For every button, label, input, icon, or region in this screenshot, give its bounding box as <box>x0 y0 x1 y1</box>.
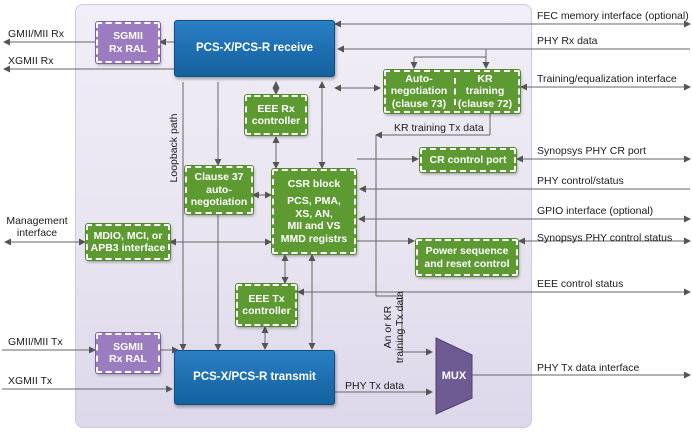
csr-block: CSR block PCS, PMA, XS, AN, MII and VS M… <box>271 168 357 255</box>
kr-line3: (clause 72) <box>457 97 513 110</box>
csr-line1: PCS, PMA, <box>287 195 341 208</box>
mux-label-box: MUX <box>436 367 472 385</box>
gmii-rx-label: GMII/MII Rx <box>8 28 64 40</box>
autoneg-cl73: Auto- negotiation (clause 73) <box>386 73 452 110</box>
phy-control-status-label: PHY control/status <box>537 175 624 187</box>
pcs-receive-label: PCS-X/PCS-R receive <box>196 41 313 54</box>
phy-rx-label: PHY Rx data <box>537 35 598 47</box>
eee-tx-controller: EEE Tx controller <box>235 283 298 327</box>
cr-control-port: CR control port <box>419 147 517 173</box>
cr-control-label: CR control port <box>429 153 507 166</box>
synopsys-ctrl-status-label: Synopsys PHY control status <box>537 232 673 244</box>
synopsys-cr-label: Synopsys PHY CR port <box>537 145 646 157</box>
eee-rx-line2: controller <box>251 115 301 127</box>
mdio-line1: MDIO, MCI, or <box>93 229 163 242</box>
management-label: Management interface <box>0 215 74 239</box>
sgmii-rx-ral-top: SGMII Rx RAL <box>95 21 161 64</box>
eee-rx-controller: EEE Rx controller <box>244 94 308 136</box>
management-line2: interface <box>16 227 58 240</box>
an-kr-line2: training Tx data <box>394 290 406 364</box>
power-line1: Power sequence <box>425 245 509 258</box>
eee-tx-line2: controller <box>242 305 291 317</box>
phy-tx-data-label: PHY Tx data <box>345 380 405 392</box>
xgmii-rx-label: XGMII Rx <box>8 55 54 67</box>
gpio-label: GPIO interface (optional) <box>537 205 654 217</box>
kr-line2: training <box>465 85 505 98</box>
fec-label: FEC memory interface (optional) <box>537 10 689 22</box>
clause37-line2: auto- <box>206 183 232 196</box>
loopback-label: Loopback path <box>167 113 180 183</box>
sgmii-bottom-line2: Rx RAL <box>109 353 147 365</box>
sgmii-rx-ral-bottom: SGMII Rx RAL <box>95 332 161 374</box>
an-kr-label: An or KR training Tx data <box>382 285 406 369</box>
autoneg-line1: Auto- <box>405 72 433 85</box>
sgmii-top-line2: Rx RAL <box>109 42 147 55</box>
mdio-line2: APB3 interface <box>90 242 166 254</box>
mux-label: MUX <box>441 369 467 382</box>
pcs-transmit-label: PCS-X/PCS-R transmit <box>193 370 316 383</box>
clause37-line1: Clause 37 <box>194 171 244 184</box>
sgmii-top-line1: SGMII <box>113 30 143 43</box>
gmii-tx-label: GMII/MII Tx <box>8 336 63 348</box>
eee-status-label: EEE control status <box>537 278 624 290</box>
eee-rx-line1: EEE Rx <box>257 102 295 115</box>
csr-line3: MII and VS <box>287 220 341 233</box>
kr-training: KR training (clause 72) <box>452 73 518 110</box>
management-line1: Management <box>6 215 68 227</box>
kr-training-tx-label: KR training Tx data <box>394 122 484 134</box>
clause37-line3: negotiation <box>190 196 248 209</box>
autoneg-kr-block: Auto- negotiation (clause 73) KR trainin… <box>383 69 521 114</box>
kr-divider <box>454 78 456 105</box>
mux-shape <box>435 337 473 415</box>
power-sequence-block: Power sequence and reset control <box>415 238 519 277</box>
eee-tx-line1: EEE Tx <box>248 292 285 305</box>
pcs-receive-block: PCS-X/PCS-R receive <box>174 20 335 77</box>
csr-line2: XS, AN, <box>295 207 333 220</box>
sgmii-bottom-line1: SGMII <box>113 340 143 353</box>
pcs-transmit-block: PCS-X/PCS-R transmit <box>174 350 335 405</box>
autoneg-line2: negotiation <box>390 85 448 98</box>
mdio-interface-block: MDIO, MCI, or APB3 interface <box>85 223 171 261</box>
clause37-autoneg: Clause 37 auto- negotiation <box>184 165 254 215</box>
phy-tx-if-label: PHY Tx data interface <box>537 362 640 374</box>
training-eq-label: Training/equalization interface <box>537 73 677 85</box>
autoneg-line3: (clause 73) <box>391 97 447 110</box>
csr-line4: MMD registrs <box>280 232 348 245</box>
xgmii-tx-label: XGMII Tx <box>8 375 53 387</box>
csr-title: CSR block <box>287 178 341 191</box>
power-line2: and reset control <box>424 257 510 270</box>
an-kr-line1: An or KR <box>381 305 394 349</box>
kr-line1: KR <box>477 72 493 85</box>
